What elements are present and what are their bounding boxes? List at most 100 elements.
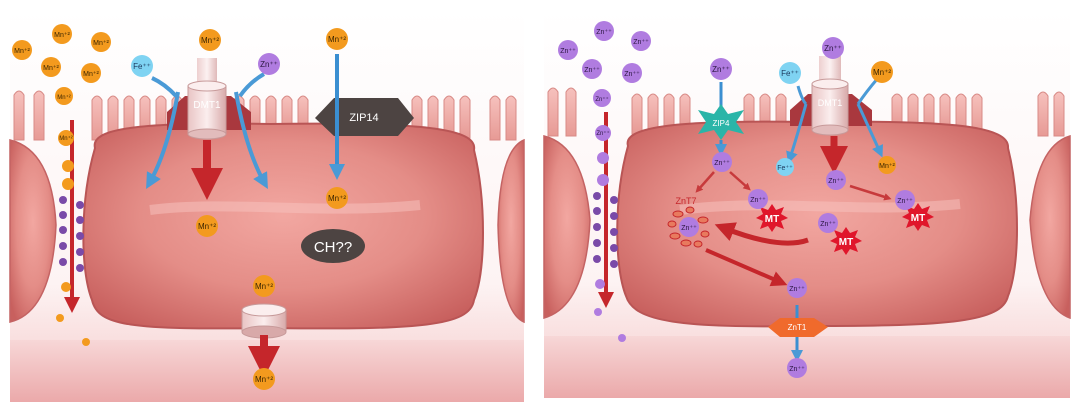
svg-text:Zn⁺⁺: Zn⁺⁺: [596, 29, 612, 36]
ion-fe: Fe⁺⁺: [779, 62, 801, 84]
svg-text:Zn⁺⁺: Zn⁺⁺: [897, 198, 913, 205]
mt-label: MT: [911, 213, 925, 224]
ion-zn: Zn⁺⁺: [593, 89, 611, 107]
ion-zn: Zn⁺⁺: [558, 40, 578, 60]
zip14-label: ZIP14: [349, 112, 378, 124]
svg-text:Mn⁺²: Mn⁺²: [328, 35, 346, 44]
tight-junction-proteins: [593, 192, 618, 268]
cell-highlight: [679, 199, 961, 215]
neighbor-cell-left: [543, 135, 591, 319]
znt1-label: ZnT1: [788, 323, 807, 332]
panel-zinc: ZIP4 DMT1 ZnT7: [543, 10, 1071, 398]
neighbor-cell-left: [9, 139, 57, 323]
svg-text:Mn⁺²: Mn⁺²: [14, 48, 30, 55]
znt1-transporter: ZnT1: [768, 318, 828, 337]
svg-text:Mn⁺²: Mn⁺²: [255, 282, 273, 291]
ion-mn: Mn⁺²: [326, 28, 348, 50]
ion-zn: [597, 152, 609, 164]
svg-text:Mn⁺²: Mn⁺²: [328, 194, 346, 203]
svg-text:Mn⁺²: Mn⁺²: [57, 94, 71, 101]
ion-mn: Mn⁺²: [878, 156, 896, 174]
ion-zn: Zn⁺⁺: [895, 190, 915, 210]
svg-text:Mn⁺²: Mn⁺²: [198, 222, 216, 231]
ion-mn: Mn⁺²: [196, 215, 218, 237]
ion-zn: Zn⁺⁺: [679, 217, 699, 237]
ion-zn: Zn⁺⁺: [710, 58, 732, 80]
ion-mn: [56, 314, 64, 322]
ion-mn: [61, 282, 71, 292]
ion-zn: Zn⁺⁺: [826, 170, 846, 190]
ion-mn: Mn⁺²: [55, 87, 73, 105]
ion-zn: Zn⁺⁺: [595, 125, 611, 141]
ion-zn: Zn⁺⁺: [787, 278, 807, 298]
svg-text:Zn⁺⁺: Zn⁺⁺: [789, 366, 805, 373]
ion-zn: [594, 308, 602, 316]
microvilli: [547, 87, 1065, 137]
svg-text:Zn⁺⁺: Zn⁺⁺: [681, 225, 697, 232]
svg-text:Mn⁺²: Mn⁺²: [59, 135, 73, 142]
fe-flow-arrow: [146, 91, 180, 189]
mt-label: MT: [765, 214, 779, 225]
ion-mn: Mn⁺²: [58, 130, 74, 146]
dmt1-label: DMT1: [193, 100, 221, 111]
dmt1-transporter: DMT1: [790, 56, 872, 136]
svg-text:Mn⁺²: Mn⁺²: [201, 36, 219, 45]
mt-label: MT: [839, 237, 853, 248]
svg-text:Zn⁺⁺: Zn⁺⁺: [789, 286, 805, 293]
svg-text:Zn⁺⁺: Zn⁺⁺: [828, 178, 844, 185]
znt7-to-exit-arrow: [705, 248, 788, 287]
znt7-vesicles: [667, 206, 710, 248]
fe-entry-arrow: [796, 85, 808, 106]
zn-to-znt7-arrow: [695, 171, 715, 193]
svg-text:Zn⁺⁺: Zn⁺⁺: [820, 221, 836, 228]
svg-text:Zn⁺⁺: Zn⁺⁺: [595, 96, 608, 103]
ion-fe: Fe⁺⁺: [131, 55, 153, 77]
ion-mn: Mn⁺²: [253, 275, 275, 297]
metallothionein: MT: [830, 227, 862, 255]
svg-text:Mn⁺²: Mn⁺²: [255, 375, 273, 384]
unknown-channel: CH??: [301, 229, 365, 263]
ion-zn: Zn⁺⁺: [622, 63, 642, 83]
ion-mn: Mn⁺²: [52, 24, 72, 44]
svg-text:Zn⁺⁺: Zn⁺⁺: [714, 160, 730, 167]
svg-text:Zn⁺⁺: Zn⁺⁺: [596, 130, 609, 137]
dmt1-transporter: DMT1: [167, 58, 251, 140]
enterocyte-cell: [82, 122, 484, 330]
ion-mn: Mn⁺²: [871, 61, 893, 83]
dmt1-label: DMT1: [818, 98, 843, 108]
ion-mn: [62, 160, 74, 172]
ion-mn: [82, 338, 90, 346]
ion-mn: Mn⁺²: [91, 32, 111, 52]
svg-text:Zn⁺⁺: Zn⁺⁺: [260, 60, 278, 69]
zip4-label: ZIP4: [713, 119, 730, 128]
zip4-transporter: ZIP4: [698, 104, 744, 140]
znt7-label: ZnT7: [675, 196, 696, 206]
panel-manganese: DMT1 ZIP14 CH?? Mn⁺² Mn⁺² Mn⁺² Mn⁺² Mn⁺: [9, 10, 525, 402]
ion-mn: Mn⁺²: [253, 368, 275, 390]
ion-zn: Zn⁺⁺: [631, 31, 651, 51]
tight-junction-proteins: [59, 196, 84, 272]
blood-background: [544, 336, 1070, 398]
zn-entry-arrow: [238, 72, 266, 98]
ion-mn: Mn⁺²: [326, 187, 348, 209]
ion-fe: Fe⁺⁺: [776, 158, 794, 176]
cell-highlight: [149, 200, 421, 215]
svg-text:Fe⁺⁺: Fe⁺⁺: [781, 69, 799, 78]
svg-text:Mn⁺²: Mn⁺²: [879, 163, 895, 170]
metallothionein: MT: [902, 203, 934, 231]
ion-zn: Zn⁺⁺: [712, 152, 732, 172]
svg-text:Zn⁺⁺: Zn⁺⁺: [824, 44, 842, 53]
svg-text:Zn⁺⁺: Zn⁺⁺: [750, 197, 766, 204]
svg-text:Fe⁺⁺: Fe⁺⁺: [777, 165, 793, 172]
fe-entry-arrow: [151, 76, 178, 98]
svg-text:Zn⁺⁺: Zn⁺⁺: [624, 71, 640, 78]
svg-text:Mn⁺²: Mn⁺²: [43, 65, 59, 72]
svg-text:Mn⁺²: Mn⁺²: [93, 40, 109, 47]
ion-mn: Mn⁺²: [41, 57, 61, 77]
mt-to-znt7-arrow: [714, 222, 809, 246]
neighbor-cell-right: [1029, 134, 1071, 320]
svg-text:Mn⁺²: Mn⁺²: [873, 68, 891, 77]
ion-mn: [62, 178, 74, 190]
ion-zn: [618, 334, 626, 342]
basolateral-exporter: [241, 303, 287, 339]
